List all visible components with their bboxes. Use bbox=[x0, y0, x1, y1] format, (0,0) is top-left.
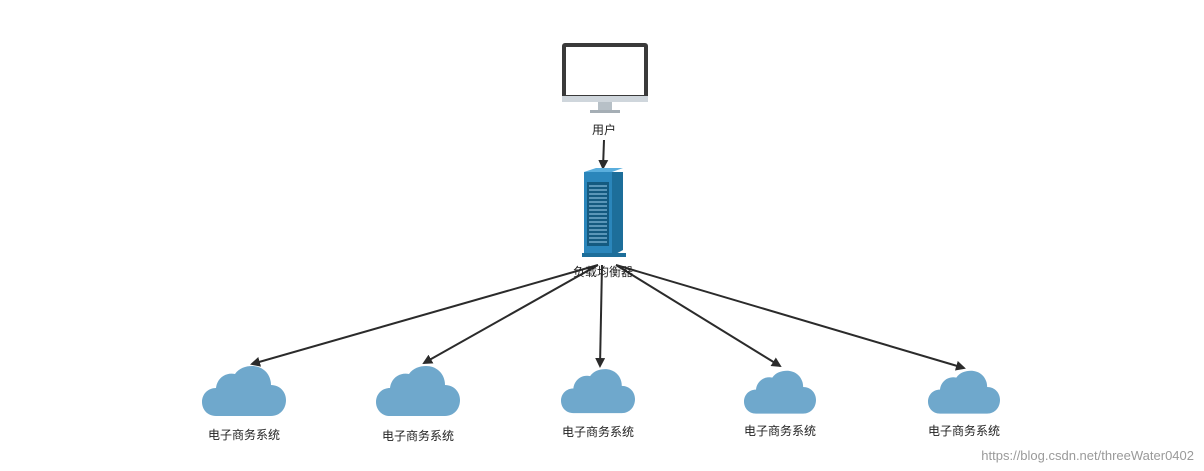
system-label-1: 电子商务系统 bbox=[207, 428, 281, 442]
system-label-3: 电子商务系统 bbox=[561, 425, 635, 439]
user-label: 用户 bbox=[591, 123, 617, 137]
system-label-2: 电子商务系统 bbox=[381, 429, 455, 443]
load-balancer-label: 负载均衡器 bbox=[572, 265, 634, 279]
watermark-url: https://blog.csdn.net/threeWater0402 bbox=[981, 448, 1194, 463]
arrow-lb-to-system-1 bbox=[250, 264, 599, 367]
cloud-icon bbox=[202, 366, 286, 416]
cloud-icon bbox=[376, 366, 460, 416]
cloud-icon bbox=[928, 370, 1000, 414]
cloud-icon bbox=[744, 370, 816, 414]
arrow-lb-to-system-5 bbox=[615, 264, 966, 371]
arrow-lb-to-system-4 bbox=[615, 264, 782, 368]
arrow-lb-to-system-3 bbox=[595, 264, 606, 368]
connection-arrows bbox=[250, 139, 966, 371]
server-tower-icon bbox=[582, 168, 626, 257]
monitor-icon bbox=[562, 43, 648, 113]
system-label-4: 电子商务系统 bbox=[743, 424, 817, 438]
arrow-lb-to-system-2 bbox=[422, 264, 599, 364]
arrow-user-to-lb bbox=[598, 139, 609, 170]
system-label-5: 电子商务系统 bbox=[927, 424, 1001, 438]
cloud-icon bbox=[561, 369, 635, 414]
